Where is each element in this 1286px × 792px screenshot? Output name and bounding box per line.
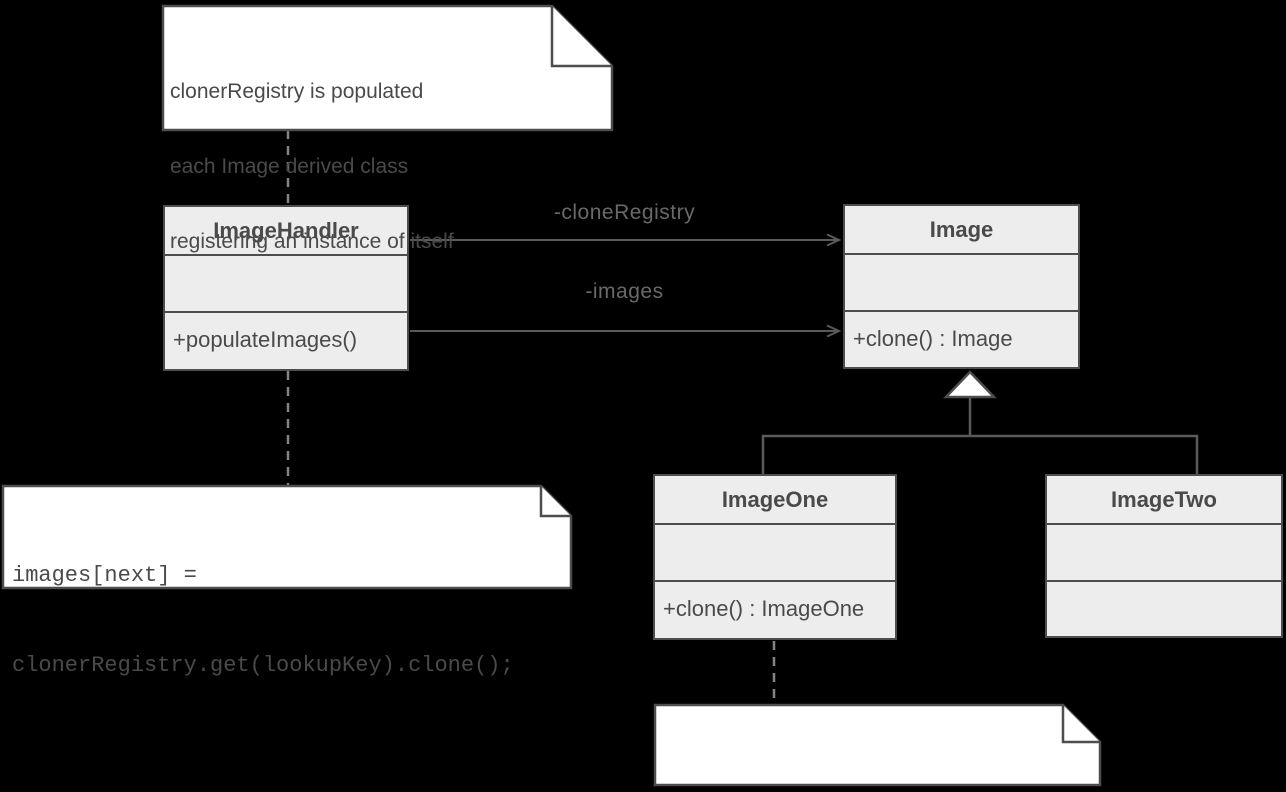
class-name-imagetwo: ImageTwo	[1047, 476, 1281, 525]
method-clone-image: +clone() : Image	[853, 326, 1013, 351]
note-line: registering an instance of itself	[170, 230, 454, 253]
note-populate-code-shape[interactable]	[1, 484, 573, 590]
class-attributes-imagetwo	[1047, 525, 1281, 582]
class-name-imagehandler: ImageHandler	[165, 207, 407, 256]
class-name-imageone: ImageOne	[655, 476, 895, 525]
class-methods-imagetwo	[1047, 582, 1281, 636]
method-populateimages: +populateImages()	[173, 327, 358, 352]
class-box-imagehandler[interactable]: ImageHandler +populateImages()	[163, 205, 409, 371]
class-methods-imageone: +clone() : ImageOne	[655, 582, 895, 636]
class-box-image[interactable]: Image +clone() : Image	[843, 204, 1080, 369]
note-registry-shape[interactable]	[161, 4, 614, 132]
class-attributes-image	[845, 255, 1078, 312]
association-label-images: -images	[585, 280, 664, 303]
note-line: images[next] =	[12, 563, 197, 588]
association-label-cloneregistry: -cloneRegistry	[553, 201, 696, 224]
note-line: clonerRegistry.get(lookupKey).clone();	[12, 653, 514, 678]
note-fold-icon	[539, 486, 571, 518]
note-line: each Image derived class	[170, 155, 409, 178]
class-attributes-imagehandler	[165, 256, 407, 313]
note-registry-text: clonerRegistry is populated each Image d…	[170, 29, 454, 304]
note-clone-code-shape[interactable]	[653, 703, 1102, 787]
note-fold-icon	[550, 6, 612, 68]
note-body	[1, 484, 573, 590]
note-body	[161, 4, 614, 132]
generalization-branch-line	[761, 434, 1199, 474]
class-box-imagetwo[interactable]: ImageTwo	[1045, 474, 1283, 638]
class-attributes-imageone	[655, 525, 895, 582]
note-populate-code-text: images[next] = clonerRegistry.get(lookup…	[12, 501, 514, 741]
class-methods-image: +clone() : Image	[845, 312, 1078, 366]
note-body	[653, 703, 1102, 787]
class-box-imageone[interactable]: ImageOne +clone() : ImageOne	[653, 474, 897, 640]
note-fold-icon	[1061, 705, 1100, 744]
note-clone-code-text: return new ImageOne(this);	[672, 734, 1015, 792]
method-clone-imageone: +clone() : ImageOne	[663, 596, 865, 621]
class-methods-imagehandler: +populateImages()	[165, 313, 407, 367]
class-name-image: Image	[845, 206, 1078, 255]
generalization-triangle-icon	[943, 370, 997, 399]
note-line: clonerRegistry is populated	[170, 80, 424, 103]
